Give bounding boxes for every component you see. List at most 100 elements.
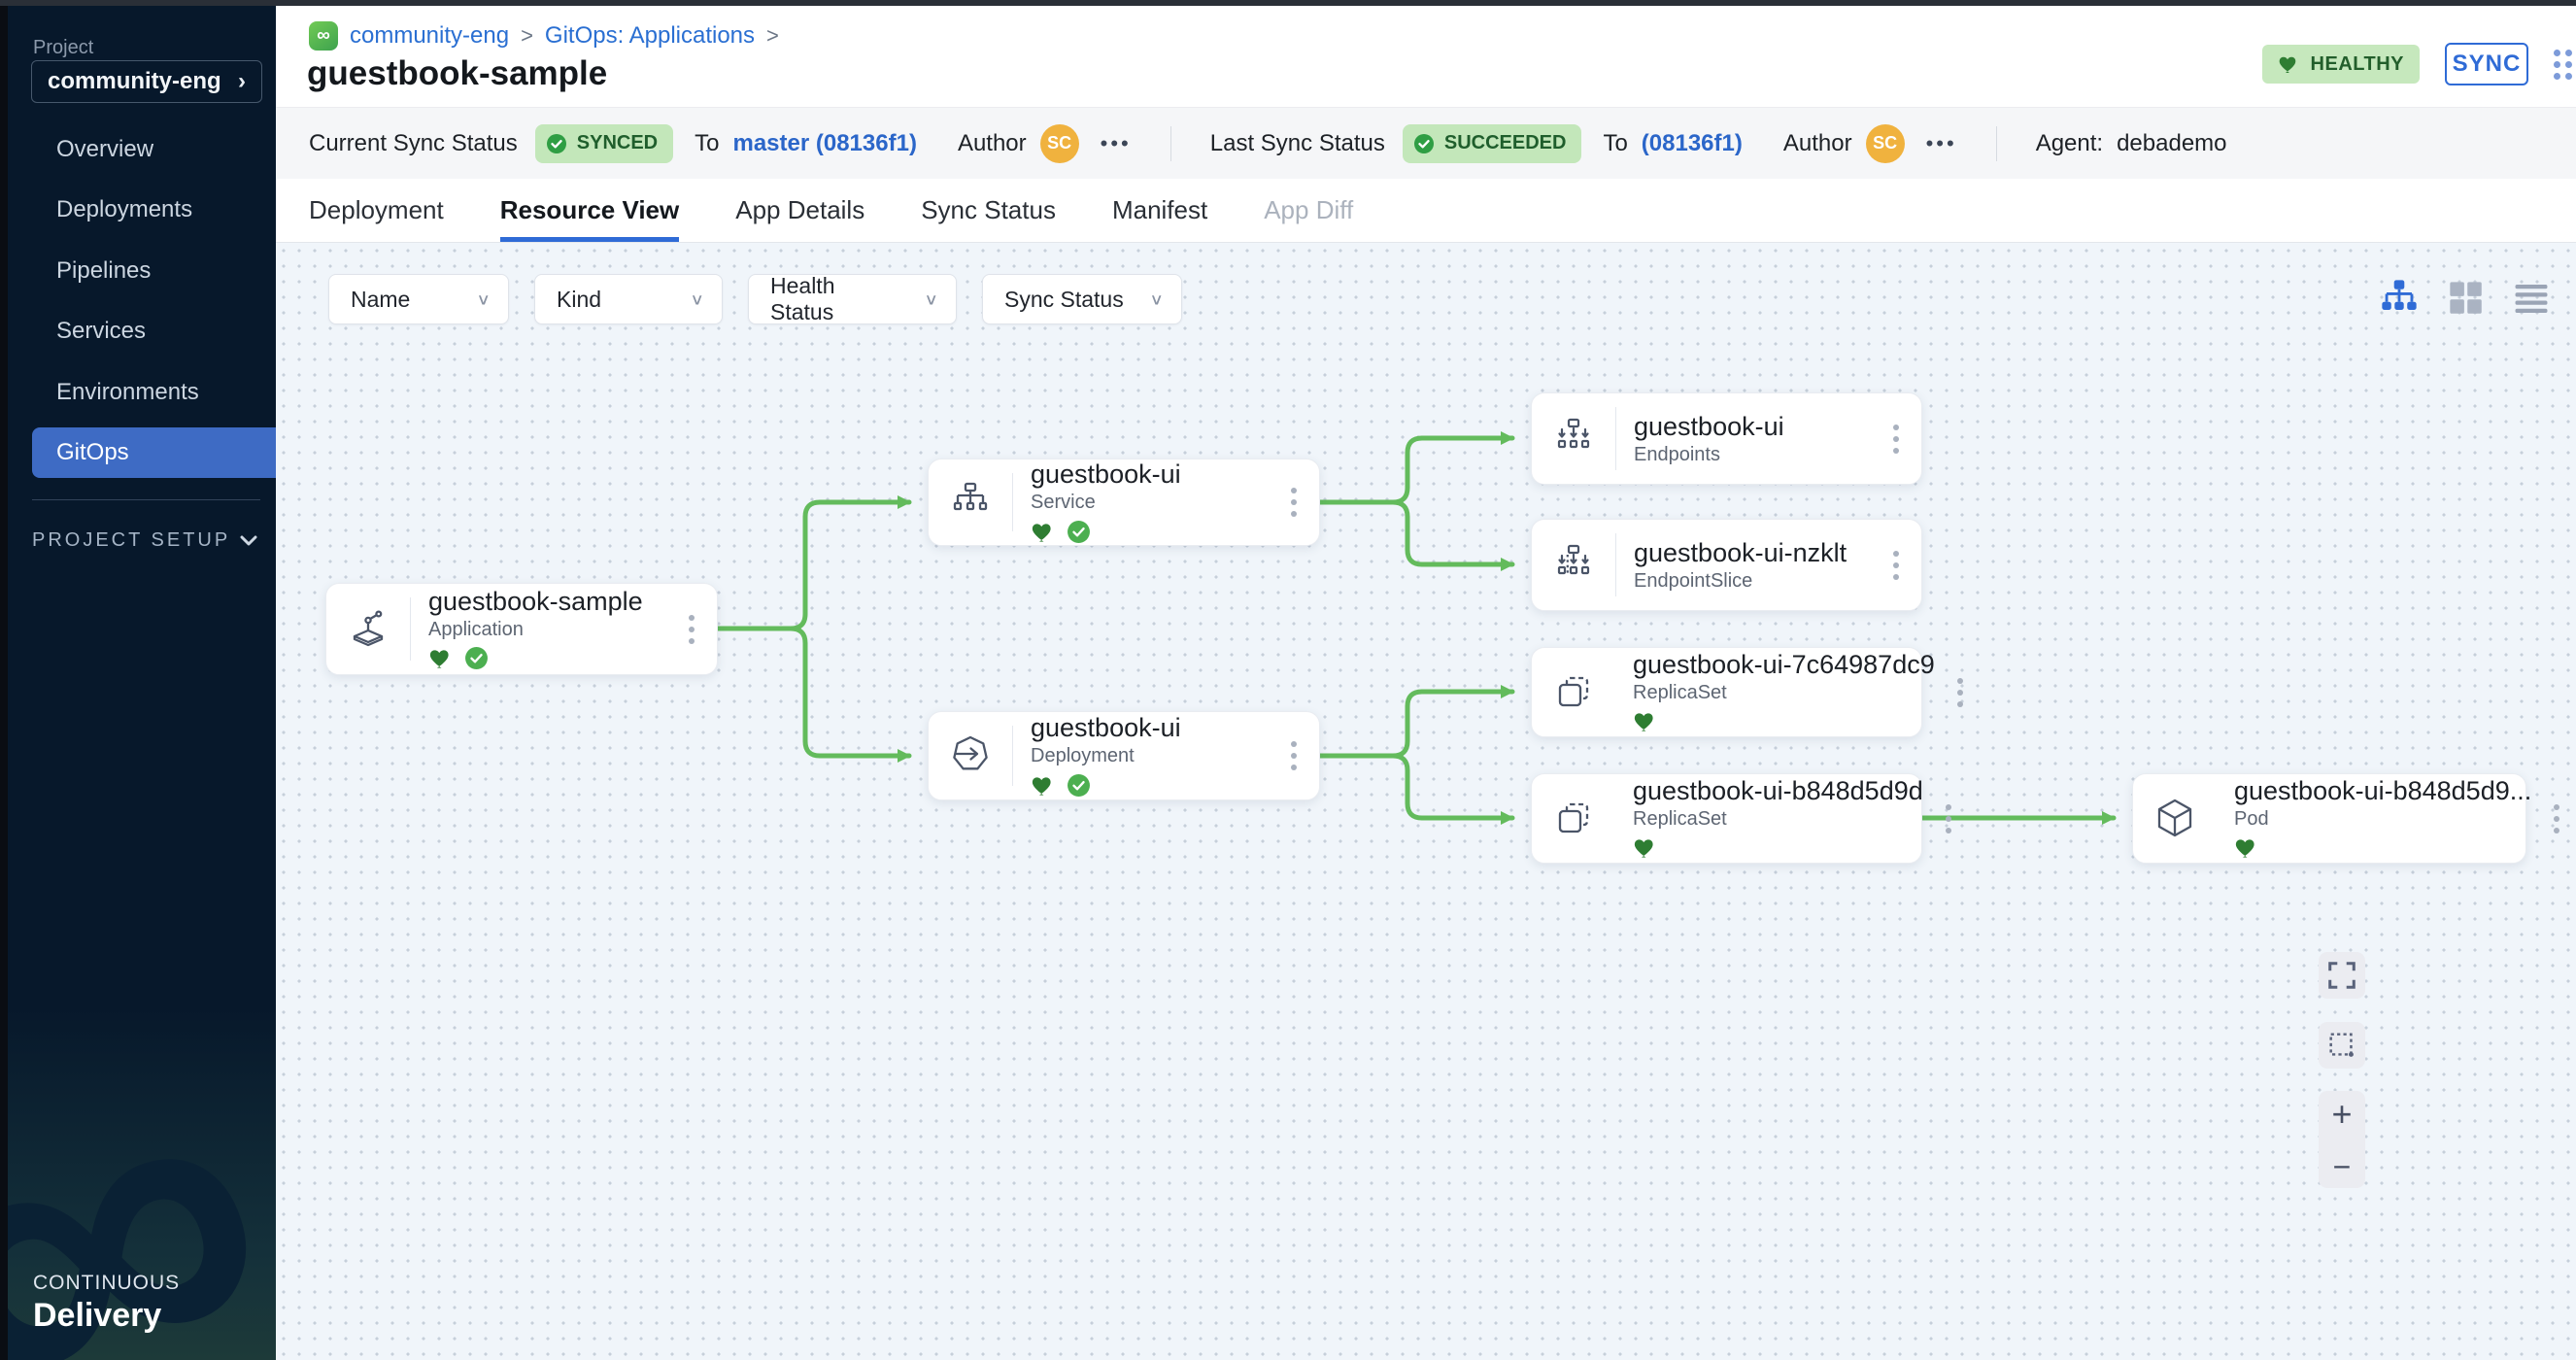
check-circle-icon (546, 133, 566, 153)
node-endpointslice-guestbook-ui-nzklt[interactable]: guestbook-ui-nzklt EndpointSlice (1531, 519, 1922, 611)
node-pod-guestbook-ui-b848d5d9[interactable]: guestbook-ui-b848d5d9... Pod (2132, 773, 2560, 864)
zoom-in-button[interactable]: + (2331, 1094, 2353, 1134)
author-avatar[interactable]: SC (1039, 123, 1079, 163)
healthy-heart-icon (2235, 839, 2254, 858)
healthy-heart-icon (1032, 776, 1051, 796)
fullscreen-button[interactable] (2319, 952, 2365, 999)
node-replicaset-guestbook-ui-7c64987dc9[interactable]: guestbook-ui-7c64987dc9 ReplicaSet (1531, 647, 1963, 737)
more-options-icon[interactable]: ••• (1100, 130, 1132, 155)
project-setup-section[interactable]: PROJECT SETUP (32, 528, 260, 552)
current-sync-target-link[interactable]: master (08136f1) (732, 129, 917, 156)
chevron-down-icon (240, 535, 257, 546)
node-application-guestbook-sample[interactable]: guestbook-sample Application (325, 583, 718, 675)
node-menu-icon[interactable] (666, 584, 717, 674)
node-replicaset-guestbook-ui-b848d5d9d[interactable]: guestbook-ui-b848d5d9d ReplicaSet (1531, 773, 1951, 864)
node-menu-icon[interactable] (1269, 459, 1319, 545)
node-menu-icon[interactable] (1269, 712, 1319, 799)
node-kind: Endpoints (1634, 443, 1720, 465)
last-sync-target-link[interactable]: (08136f1) (1641, 129, 1743, 156)
select-area-button[interactable] (2319, 1022, 2365, 1069)
endpoints-icon (1532, 393, 1615, 484)
filter-name-dropdown[interactable]: Name ∨ (328, 274, 509, 324)
author-label: Author (1782, 129, 1852, 156)
tab-app-diff: App Diff (1264, 194, 1354, 224)
breadcrumb-applications-link[interactable]: GitOps: Applications (544, 22, 756, 49)
chevron-down-icon: ∨ (924, 290, 938, 309)
breadcrumb-separator: > (766, 23, 779, 48)
tab-app-details[interactable]: App Details (735, 194, 865, 224)
node-title: guestbook-ui-b848d5d9... (2234, 775, 2532, 805)
author-avatar[interactable]: SC (1865, 123, 1905, 163)
status-divider (1169, 125, 1171, 161)
healthy-heart-icon (429, 650, 449, 668)
endpointslice-icon (1532, 520, 1615, 610)
current-sync-status-label: Current Sync Status (309, 129, 518, 156)
breadcrumb-separator: > (521, 23, 533, 48)
sidebar-item-gitops[interactable]: GitOps (32, 427, 276, 478)
node-deployment-guestbook-ui[interactable]: guestbook-ui Deployment (928, 711, 1320, 800)
node-menu-icon[interactable] (1935, 648, 1985, 736)
succeeded-badge: SUCCEEDED (1402, 123, 1582, 163)
resource-tree-canvas[interactable]: Name ∨ Kind ∨ Health Status ∨ Sync Statu… (276, 243, 2576, 1360)
tab-sync-status[interactable]: Sync Status (921, 194, 1056, 224)
application-icon (326, 584, 410, 674)
to-label: To (1603, 129, 1628, 156)
filter-sync-status-dropdown[interactable]: Sync Status ∨ (982, 274, 1182, 324)
module-brand: CONTINUOUS Delivery (33, 1272, 180, 1335)
sidebar-divider (32, 499, 260, 500)
chevron-down-icon: ∨ (1149, 290, 1164, 309)
node-kind: Service (1031, 492, 1096, 513)
project-selector[interactable]: community-eng › (31, 60, 262, 103)
node-kind: Application (428, 618, 524, 640)
app-tabs: Deployment Resource View App Details Syn… (276, 179, 2576, 243)
node-menu-icon[interactable] (1871, 520, 1921, 610)
synced-check-icon (1068, 773, 1090, 797)
filter-kind-dropdown[interactable]: Kind ∨ (534, 274, 723, 324)
zoom-out-button[interactable]: − (2332, 1149, 2352, 1184)
project-label: Project (33, 37, 94, 58)
check-circle-icon (1413, 133, 1434, 153)
sidebar-item-pipelines[interactable]: Pipelines (56, 257, 152, 284)
tab-manifest[interactable]: Manifest (1111, 194, 1208, 224)
header-more-menu-icon[interactable] (2554, 49, 2572, 80)
sidebar-item-overview[interactable]: Overview (56, 136, 154, 162)
zoom-control: + − (2319, 1091, 2365, 1188)
breadcrumb-project-link[interactable]: community-eng (350, 22, 510, 49)
healthy-heart-icon (1032, 523, 1051, 542)
window-top-edge (0, 0, 2576, 6)
more-options-icon[interactable]: ••• (1925, 130, 1957, 155)
page-title: guestbook-sample (307, 54, 608, 92)
tab-resource-view[interactable]: Resource View (499, 179, 680, 242)
tab-deployment[interactable]: Deployment (309, 194, 444, 224)
node-title: guestbook-ui-7c64987dc9 (1633, 649, 1935, 679)
node-title: guestbook-sample (428, 586, 643, 616)
list-view-icon[interactable] (2510, 276, 2553, 319)
replicaset-icon (1532, 648, 1615, 736)
node-menu-icon[interactable] (1923, 774, 1974, 863)
sidebar-item-services[interactable]: Services (56, 318, 147, 344)
node-menu-icon[interactable] (2531, 774, 2576, 863)
project-selector-value: community-eng (48, 68, 221, 94)
synced-check-icon (465, 647, 488, 669)
chevron-down-icon: ∨ (690, 290, 704, 309)
view-toggle-group (2378, 276, 2576, 319)
agent-label: Agent: (2035, 129, 2104, 156)
gitops-app-icon: ∞ (309, 21, 338, 51)
filter-health-status-dropdown[interactable]: Health Status ∨ (748, 273, 957, 324)
deployment-icon (929, 712, 1012, 799)
sidebar-item-deployments[interactable]: Deployments (56, 196, 193, 222)
node-title: guestbook-ui (1634, 411, 1784, 441)
node-menu-icon[interactable] (1871, 393, 1921, 484)
node-kind: Pod (2234, 807, 2269, 830)
node-kind: EndpointSlice (1634, 569, 1753, 592)
node-kind: ReplicaSet (1633, 807, 1727, 830)
sync-button[interactable]: SYNC (2445, 43, 2528, 85)
chevron-right-icon: › (238, 68, 246, 94)
page-header: ∞ community-eng > GitOps: Applications >… (276, 0, 2576, 107)
grid-view-icon[interactable] (2444, 276, 2487, 319)
tree-view-icon[interactable] (2378, 276, 2421, 319)
healthy-heart-icon (1634, 839, 1653, 858)
sidebar-item-environments[interactable]: Environments (56, 379, 199, 405)
node-service-guestbook-ui[interactable]: guestbook-ui Service (928, 459, 1320, 546)
node-endpoints-guestbook-ui[interactable]: guestbook-ui Endpoints (1531, 392, 1922, 485)
